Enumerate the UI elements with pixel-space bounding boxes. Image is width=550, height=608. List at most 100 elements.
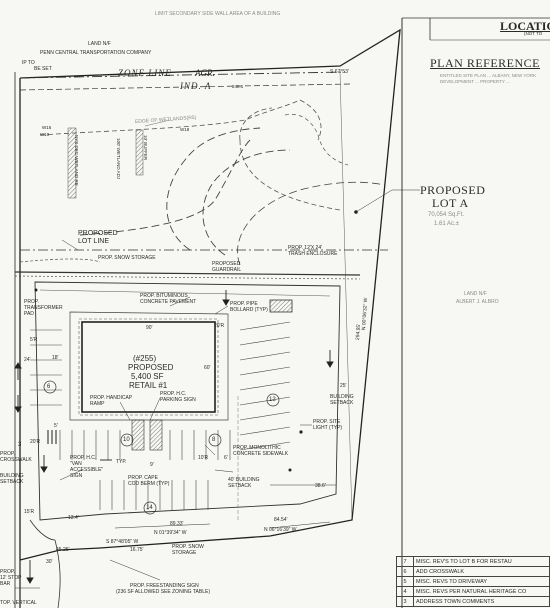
snow-storage-top: PROP. SNOW STORAGE: [98, 255, 156, 261]
cape-cod-label-1: PROP. CAPE: [128, 475, 158, 481]
guardrail-label-2: GUARDRAIL: [212, 267, 242, 273]
site-light-icons: [34, 210, 358, 472]
wetland-hatch-strip: [67, 127, 77, 199]
stop-bar-3: BAR: [0, 581, 11, 587]
leader-lines: [59, 189, 420, 581]
land-nf-east-owner: ALBERT J. ALBRO: [456, 299, 499, 305]
revision-description: MISC. REVS PER NATURAL HERITAGE CO: [413, 586, 550, 597]
zone-dimension: S 67°53': [330, 69, 349, 75]
top-vertical-label: TOP. VERTICAL: [0, 600, 37, 606]
crosswalk-label-1: PROP.: [0, 451, 15, 457]
location-title: LOCATIO: [500, 19, 550, 33]
plan-reference-title: PLAN REFERENCE: [430, 56, 541, 70]
handicap-ramp-label-1: PROP. HANDICAP: [90, 395, 133, 401]
building-use: RETAIL #1: [129, 381, 168, 390]
proposed-lot-a-1: PROPOSED: [420, 183, 486, 197]
dim-38-6: 38.6': [315, 483, 326, 489]
freestanding-sign-1: PROP. FREESTANDING SIGN: [130, 583, 199, 589]
snow-storage-bottom-2: STORAGE: [172, 550, 197, 556]
pipe-bollard-label-1: PROP. PIPE: [230, 301, 258, 307]
hc-parking-sign-2: PARKING SIGN: [160, 397, 196, 403]
guardrail-label-1: PROPOSED: [212, 261, 241, 267]
lot-area-sqft: 70,054 Sq.Ft.: [428, 212, 465, 218]
dim-10r: 10'R: [198, 455, 209, 461]
wetland-adjacent-line: [79, 139, 251, 236]
bituminous-label-1: PROP. BITUMINOUS: [140, 293, 188, 299]
guardrail: [14, 271, 361, 276]
building-setback-2: SETBACK: [330, 400, 354, 406]
zone-line: [19, 71, 346, 79]
stall-count-8: 8: [212, 437, 216, 443]
dim-24: 24': [24, 357, 31, 363]
proposed-lot-line-label-2: LOT LINE: [78, 238, 109, 245]
revision-number: 5: [396, 576, 414, 587]
land-nf-north: LAND N/F: [88, 41, 111, 47]
pipe-bollard-label-2: BOLLARD (TYP): [230, 307, 268, 313]
building-number: (#255): [133, 354, 157, 363]
wetland-hatch-label-2: 100' WETLAND ADJ: [116, 138, 121, 180]
revision-description: MISC. REVS TO DRIVEWAY: [413, 576, 550, 587]
transformer-label-2: TRANSFORMER: [24, 305, 63, 311]
pavement-outline: [34, 281, 341, 521]
proposed-lot-line-label: PROPOSED: [78, 230, 118, 237]
trash-label-2: TRASH ENCLOSURE: [288, 251, 338, 257]
penn-central-label: PENN CENTRAL TRANSPORTATION COMPANY: [40, 50, 152, 56]
dim-5r: 5'R: [30, 337, 38, 343]
revision-number: 3: [396, 596, 414, 607]
dim-45-25: 45.25': [56, 547, 70, 553]
proposed-lot-a-2: LOT A: [432, 196, 469, 210]
crosswalk: [47, 430, 57, 444]
revision-number: 7: [396, 556, 414, 567]
bldg-setback-west-2: SETBACK: [0, 479, 24, 485]
dim-30-south: 30': [46, 559, 53, 565]
setback-dim-east: 25': [340, 383, 347, 389]
dim-5: 5': [54, 423, 58, 429]
ind-a-label: IND. A: [180, 81, 212, 91]
revision-description: ADDRESS TOWN COMMENTS: [413, 596, 550, 607]
stall-count-6: 6: [47, 384, 51, 390]
zone-agr-label: AGR.: [195, 68, 215, 78]
van-sign-1: PROP. H.C.: [70, 455, 97, 461]
parking-stalls-west: [30, 329, 62, 406]
parking-stalls-east: [239, 321, 291, 451]
monolithic-label-2: CONCRETE SIDEWALK: [233, 451, 289, 457]
trash-enclosure: [269, 299, 293, 313]
crosswalk-label-2: CROSSWALK: [0, 457, 32, 463]
site-light-label-2: LIGHT (TYP): [313, 425, 343, 431]
dim-16-75: 16.75': [130, 547, 144, 553]
revision-number: 4: [396, 586, 414, 597]
plan-reference-text-2: DEVELOPMENT ... PROPERTY ...: [440, 79, 510, 84]
stall-count-12: 12: [269, 397, 276, 403]
wetland-hatch-label-3: 10' BUFFER: [143, 135, 148, 161]
transformer-label-3: PAD: [24, 311, 34, 317]
stall-count-14: 14: [146, 505, 153, 511]
handicap-aisle: [131, 419, 145, 451]
ip-to-be-set: IP TO: [22, 60, 35, 66]
dim-13-4: 13.4': [68, 515, 79, 521]
proposed-building: [81, 321, 216, 413]
dim-20-ft-bollard: 20'R: [214, 323, 225, 329]
bldg-setback-west-1: BUILDING: [0, 473, 24, 479]
van-sign-2: "VAN: [70, 461, 82, 467]
building-depth-dim: 60': [204, 365, 211, 371]
property-boundary: [19, 28, 401, 561]
monolithic-label-1: PROP. MONOLITHIC: [233, 445, 281, 451]
typ-label: TYP.: [116, 459, 127, 465]
revision-description: ADD CROSSWALK: [413, 566, 550, 577]
ip-to-be-set-2: BE SET: [34, 66, 52, 72]
wetland-hatch-label-1: NYS DEC WETLAND RE: [74, 135, 79, 186]
dim-84-54: 84.54': [274, 517, 288, 523]
cape-cod-label-2: COD BERM (TYP): [128, 481, 170, 487]
wetland-flag-w18: W18: [180, 127, 190, 132]
handicap-ramp-label-2: RAMP: [90, 401, 105, 407]
plan-reference-text-1: ENTITLED SITE PLAN ... ALBANY, NEW YORK: [440, 73, 537, 78]
wetland-edge: [39, 99, 301, 136]
stop-bar-2: 12' STOP: [0, 575, 22, 581]
lot-area-acres: 1.61 Ac.±: [434, 221, 459, 227]
zone-line-label: ZONE LINE: [118, 68, 172, 78]
